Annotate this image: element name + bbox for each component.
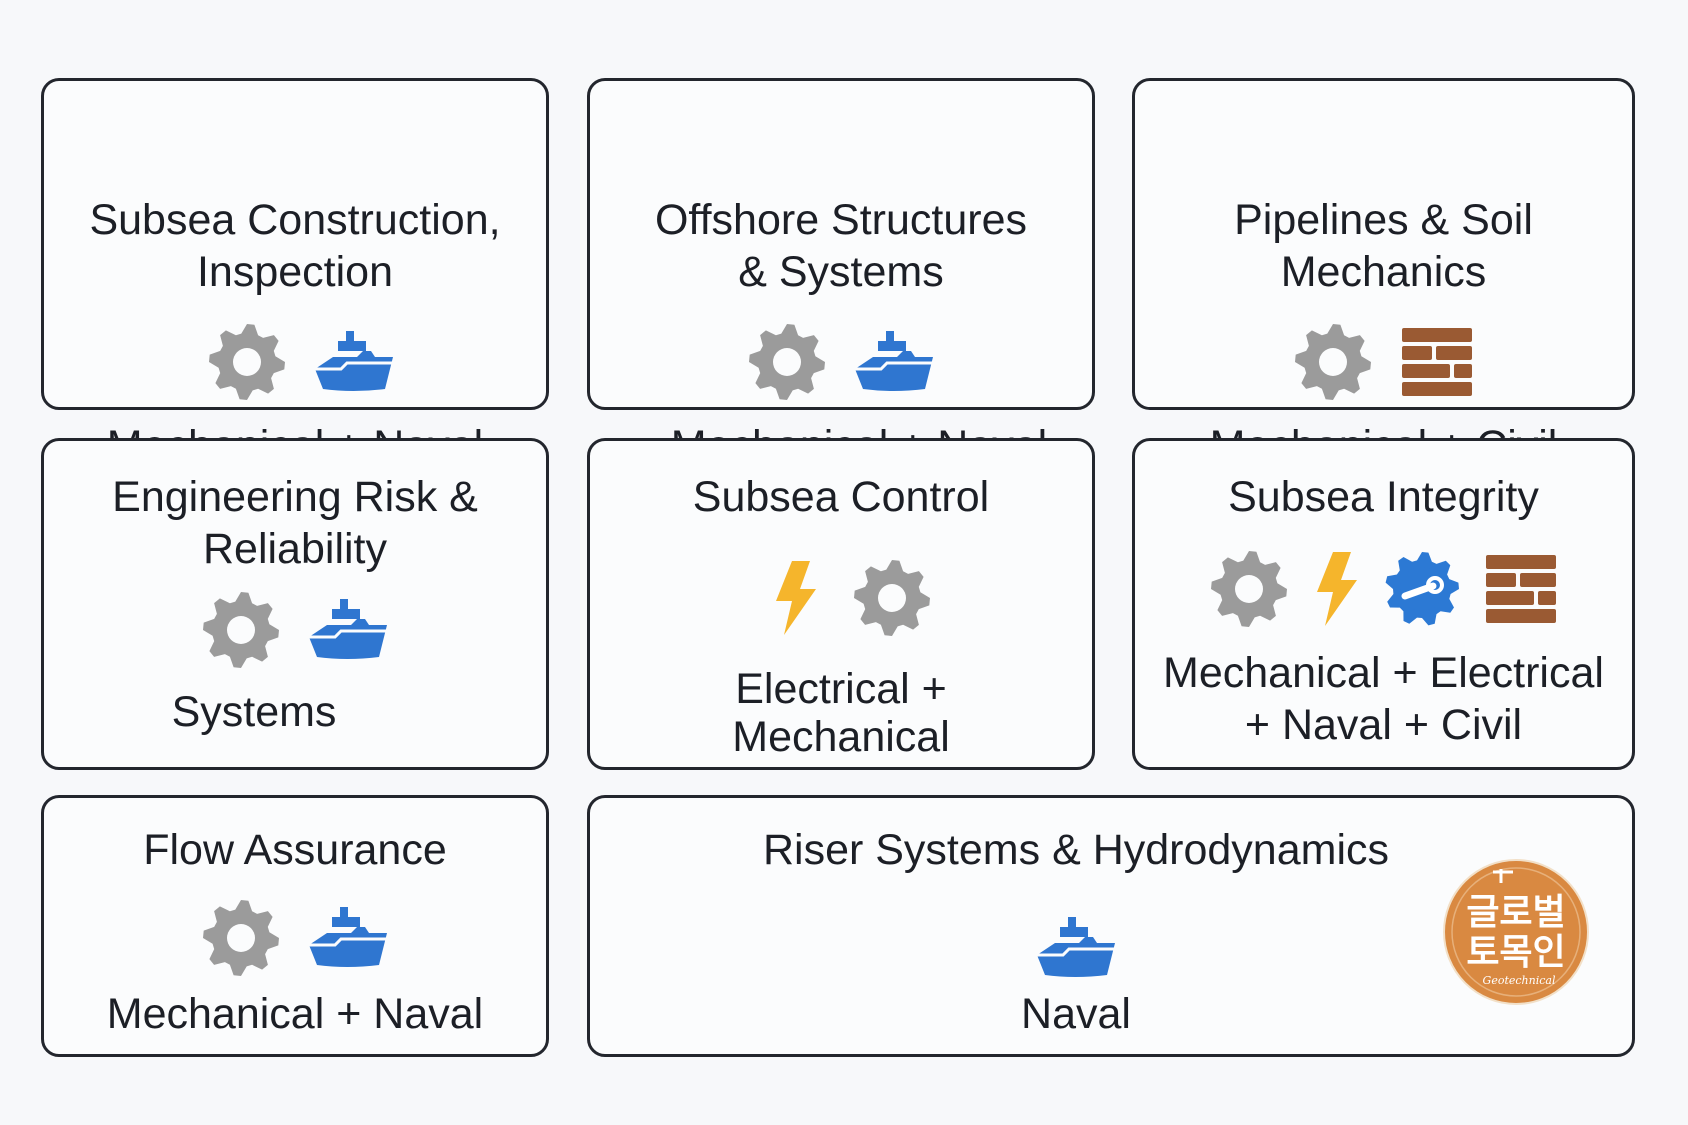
card-subsea-control: Subsea Control Electrical + Mechanical xyxy=(587,438,1095,770)
gear-icon xyxy=(207,322,287,402)
discipline-label: Mechanical + Electrical + Naval + Civil xyxy=(1135,647,1632,751)
card-engineering-risk: Engineering Risk & Reliability Systems xyxy=(41,438,549,770)
discipline-label: Naval xyxy=(590,988,1632,1040)
card-subsea-construction: Subsea Construction, Inspection Mechanic… xyxy=(41,78,549,470)
ship-icon xyxy=(1035,915,1117,981)
card-title-line: Subsea Control xyxy=(692,473,990,521)
gear-icon xyxy=(747,322,827,402)
card-title-line: Inspection xyxy=(196,248,394,296)
gear-icon xyxy=(852,558,932,638)
gear-icon xyxy=(201,590,281,670)
gear-icon xyxy=(1209,549,1289,629)
card-flow-assurance: Flow Assurance Mechanical + Naval xyxy=(41,795,549,1057)
discipline-icons xyxy=(44,587,546,673)
card-title-line: Reliability xyxy=(202,525,387,573)
card-subsea-integrity: Subsea Integrity Mechanical + Electrical… xyxy=(1132,438,1635,770)
discipline-line: Naval xyxy=(1021,990,1131,1038)
crane-icon xyxy=(1493,869,1513,883)
card-title-line: Riser Systems & Hydrodynamics xyxy=(762,826,1390,874)
card-title: Flow Assurance xyxy=(44,824,546,876)
discipline-icons xyxy=(590,319,1092,405)
brick-wall-icon xyxy=(1483,552,1559,626)
logo-tagline: Geotechnical xyxy=(1483,974,1556,987)
brick-wall-icon xyxy=(1399,325,1475,399)
card-title: Subsea Construction, Inspection xyxy=(44,194,546,298)
card-title: Pipelines & Soil Mechanics xyxy=(1135,194,1632,298)
card-title-line: & Systems xyxy=(738,248,944,296)
discipline-line: Mechanical + Electrical xyxy=(1163,649,1604,697)
discipline-icons xyxy=(56,319,546,405)
lightning-icon xyxy=(1311,550,1361,628)
ship-icon xyxy=(853,329,935,395)
gear-icon xyxy=(201,898,281,978)
logo-text-line-1: 글로벌 xyxy=(1466,892,1565,933)
ship-icon xyxy=(313,329,395,395)
card-title: Subsea Integrity xyxy=(1135,471,1632,523)
discipline-line: Electrical + xyxy=(735,665,947,713)
card-title-line: Subsea Integrity xyxy=(1228,473,1539,521)
card-title: Riser Systems & Hydrodynamics xyxy=(590,824,1632,876)
discipline-line: + Naval + Civil xyxy=(1244,701,1523,749)
discipline-label: Mechanical + Naval xyxy=(44,988,546,1040)
lightning-icon xyxy=(770,559,820,637)
logo-badge xyxy=(1443,859,1589,1005)
brand-logo: 글로벌 토목인 Geotechnical xyxy=(1441,857,1591,1007)
discipline-icons xyxy=(1135,319,1632,405)
discipline-line: Systems xyxy=(171,688,337,736)
card-title: Offshore Structures & Systems xyxy=(590,194,1092,298)
card-title-line: Offshore Structures xyxy=(654,196,1028,244)
card-offshore-structures: Offshore Structures & Systems Mechanical… xyxy=(587,78,1095,470)
ship-icon xyxy=(307,597,389,663)
logo-text-line-2: 토목인 xyxy=(1466,932,1565,973)
discipline-icons xyxy=(44,895,546,981)
card-title-line: Mechanics xyxy=(1280,248,1487,296)
card-title-line: Subsea Construction, xyxy=(89,196,501,244)
card-riser-systems: Riser Systems & Hydrodynamics Naval 글로벌 … xyxy=(587,795,1635,1057)
card-title-line: Flow Assurance xyxy=(143,826,447,874)
card-title: Subsea Control xyxy=(590,471,1092,523)
card-title-line: Pipelines & Soil xyxy=(1234,196,1533,244)
discipline-label: Electrical + Mechanical xyxy=(590,665,1092,761)
gear-icon xyxy=(1293,322,1373,402)
discipline-icons xyxy=(1135,549,1632,629)
ship-icon xyxy=(307,905,389,971)
discipline-label: Systems xyxy=(44,686,546,738)
wrench-gear-icon xyxy=(1383,550,1461,628)
discipline-line: Mechanical + Naval xyxy=(106,990,484,1038)
card-pipelines-soil: Pipelines & Soil Mechanics Mechanical + … xyxy=(1132,78,1635,470)
discipline-line: Mechanical xyxy=(732,713,950,761)
discipline-icons xyxy=(610,555,1092,641)
card-title: Engineering Risk & Reliability xyxy=(44,471,546,575)
discipline-icons xyxy=(590,908,1632,988)
card-title-line: Engineering Risk & xyxy=(112,473,478,521)
